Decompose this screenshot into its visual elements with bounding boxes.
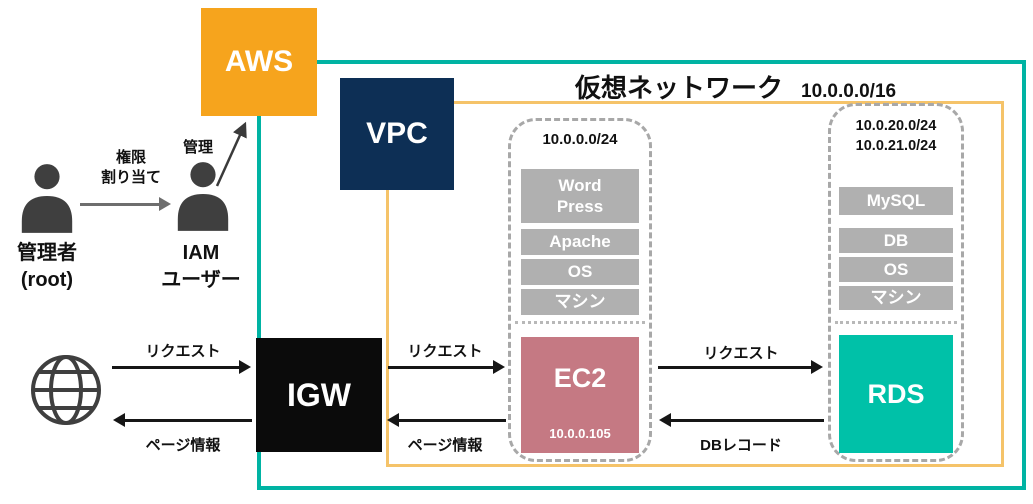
- rds-box: RDS: [839, 335, 953, 453]
- grant-permission-label: 権限 割り当て: [88, 148, 174, 188]
- rds-subnet-group: 10.0.20.0/24 10.0.21.0/24 MySQL DB OS マシ…: [828, 103, 964, 462]
- manage-arrow: [215, 121, 247, 187]
- rds-subnet-cidr-1: 10.0.20.0/24: [855, 118, 937, 134]
- admin-label-line2: (root): [20, 269, 74, 291]
- admin-label: 管理者 (root): [0, 240, 97, 294]
- rds-stack-os: OS: [839, 257, 953, 282]
- virtual-network-title: 仮想ネットワーク: [575, 73, 784, 103]
- dbrecord-label-rds-ec2: DBレコード: [700, 437, 782, 454]
- ec2-stack-apache: Apache: [521, 229, 639, 255]
- page-arrow-ec2-igw: [387, 413, 506, 427]
- page-label-ec2-igw: ページ情報: [407, 437, 483, 454]
- ec2-stack-os: OS: [521, 259, 639, 285]
- virtual-network-header: 仮想ネットワーク 10.0.0.0/16: [575, 68, 896, 105]
- rds-group-divider: [835, 321, 957, 324]
- iam-label: IAM ユーザー: [145, 240, 257, 294]
- ec2-subnet-cidr: 10.0.0.0/24: [542, 131, 618, 148]
- rds-stack-db: DB: [839, 228, 953, 253]
- aws-cloud-boundary: [257, 60, 1026, 490]
- page-arrow-igw-internet: [113, 413, 252, 427]
- admin-user-icon: [21, 164, 73, 233]
- iam-user-icon: [177, 162, 229, 231]
- iam-label-line1: IAM: [182, 242, 220, 264]
- ec2-group-divider: [515, 321, 645, 324]
- vpc-box: VPC: [340, 78, 454, 190]
- rds-stack-mysql: MySQL: [839, 187, 953, 215]
- request-arrow-internet-igw: [112, 360, 251, 374]
- dbrecord-arrow-rds-ec2: [659, 413, 824, 427]
- grant-permission-line1: 権限: [115, 149, 146, 166]
- rds-label: RDS: [867, 378, 925, 409]
- grant-permission-line2: 割り当て: [100, 169, 161, 186]
- request-label-internet-igw: リクエスト: [145, 343, 221, 360]
- ec2-label: EC2: [553, 363, 607, 393]
- igw-label: IGW: [287, 376, 351, 413]
- admin-label-line1: 管理者: [17, 242, 77, 264]
- ec2-private-ip: 10.0.0.105: [549, 426, 611, 441]
- grant-permission-arrow: [80, 197, 171, 211]
- vpc-boundary: [386, 101, 1004, 467]
- aws-label: AWS: [224, 45, 294, 78]
- rds-subnet-cidrs: 10.0.20.0/24 10.0.21.0/24: [831, 116, 961, 156]
- internet-globe-icon: [31, 355, 101, 425]
- rds-subnet-cidr-2: 10.0.21.0/24: [855, 138, 937, 154]
- manage-label: 管理: [182, 139, 213, 156]
- iam-label-line2: ユーザー: [161, 269, 241, 291]
- request-arrow-ec2-rds: [658, 360, 823, 374]
- igw-box: IGW: [256, 338, 382, 452]
- ec2-subnet-group: 10.0.0.0/24 Word Press Apache OS マシン EC2…: [508, 118, 652, 462]
- request-label-ec2-rds: リクエスト: [703, 345, 779, 362]
- virtual-network-cidr: 10.0.0.0/16: [801, 81, 897, 102]
- vpc-label: VPC: [366, 117, 428, 150]
- rds-stack-machine: マシン: [839, 286, 953, 310]
- ec2-stack-machine: マシン: [521, 289, 639, 315]
- aws-box: AWS: [201, 8, 317, 116]
- page-label-igw-internet: ページ情報: [145, 437, 221, 454]
- request-label-igw-ec2: リクエスト: [407, 343, 483, 360]
- request-arrow-igw-ec2: [388, 360, 505, 374]
- ec2-box: EC2 10.0.0.105: [521, 337, 639, 453]
- ec2-stack-wordpress: Word Press: [521, 169, 639, 223]
